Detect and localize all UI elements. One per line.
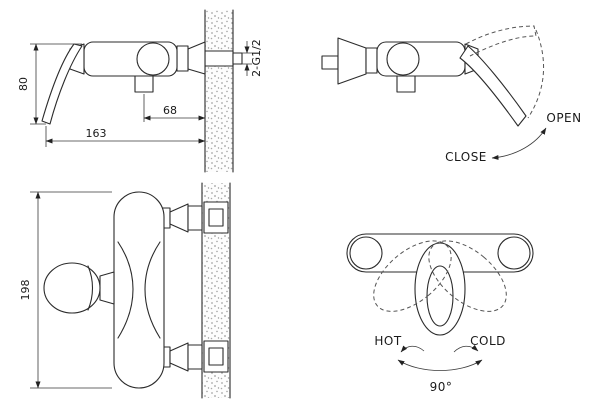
handle-front bbox=[414, 242, 466, 336]
escutcheon-cone bbox=[187, 41, 206, 75]
dimension-outlet-68: 68 bbox=[143, 94, 206, 122]
inlet-fitting-top bbox=[157, 201, 229, 234]
operation-view: OPEN CLOSE bbox=[321, 25, 581, 164]
cold-label: COLD bbox=[470, 334, 506, 348]
dimension-label-height: 80 bbox=[17, 77, 30, 91]
handle-lever-closed bbox=[459, 45, 527, 127]
handle-lever-open-phantom bbox=[465, 25, 537, 57]
right-flange bbox=[497, 236, 531, 270]
connection-nut bbox=[176, 45, 189, 72]
connection-nut bbox=[365, 47, 378, 74]
wall-section bbox=[204, 9, 234, 173]
thread-callout: 2-G1/2 bbox=[242, 39, 263, 77]
escutcheon-cone bbox=[337, 37, 367, 85]
handle-lever bbox=[41, 43, 83, 125]
dimension-width-198: 198 bbox=[19, 191, 112, 389]
handle-motion-arc bbox=[527, 29, 545, 119]
wall-pipe bbox=[204, 50, 234, 67]
body-waist-line-right bbox=[144, 241, 161, 339]
open-close-arrow bbox=[491, 127, 547, 160]
cartridge-cap bbox=[386, 42, 420, 76]
open-label: OPEN bbox=[546, 111, 581, 125]
wall-stub bbox=[321, 55, 339, 70]
inlet-fitting-bottom bbox=[157, 340, 229, 373]
body-waist-line-left bbox=[117, 241, 134, 339]
rotation-angle-label: 90° bbox=[430, 380, 453, 394]
dimension-height-80: 80 bbox=[17, 43, 82, 125]
side-view-dimensioned: 80 163 68 2-G1/2 bbox=[17, 9, 263, 173]
close-label: CLOSE bbox=[445, 150, 487, 164]
cold-direction-arrow bbox=[453, 344, 479, 353]
left-flange bbox=[349, 236, 383, 270]
hose-outlet bbox=[134, 75, 154, 93]
mixing-view: HOT COLD 90° bbox=[346, 233, 534, 394]
dimension-label-outlet: 68 bbox=[163, 104, 177, 117]
dimension-label-width: 198 bbox=[19, 280, 32, 301]
handle-cold-phantom bbox=[373, 240, 452, 312]
dimension-label-depth: 163 bbox=[86, 127, 107, 140]
dimension-depth-163: 163 bbox=[45, 126, 206, 147]
handle-neck bbox=[99, 271, 115, 305]
hot-label: HOT bbox=[374, 334, 401, 348]
rotation-arc-arrow bbox=[397, 359, 483, 371]
handle-hot-phantom bbox=[428, 240, 507, 312]
plan-view-dimensioned: 198 bbox=[19, 182, 231, 399]
wall-pipe-end bbox=[232, 52, 243, 65]
thread-spec-label: 2-G1/2 bbox=[250, 39, 263, 77]
hot-direction-arrow bbox=[400, 345, 425, 353]
mixer-body-plan bbox=[113, 191, 165, 389]
cartridge-cap bbox=[136, 42, 170, 76]
handle-knob-divider bbox=[87, 265, 94, 311]
handle-knob bbox=[43, 262, 101, 314]
hose-outlet bbox=[396, 75, 416, 93]
